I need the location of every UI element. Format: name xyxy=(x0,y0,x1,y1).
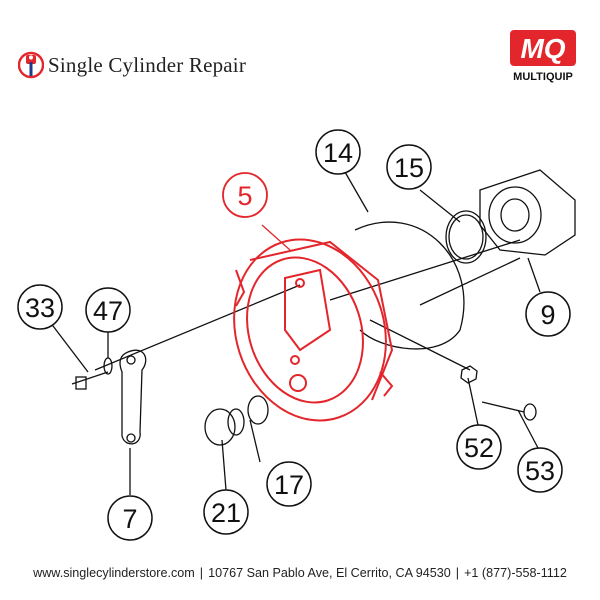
leader-line-21 xyxy=(221,439,227,491)
callout-label-14: 14 xyxy=(323,138,353,168)
bolt-head-part-33 xyxy=(75,376,87,390)
link-arm-lower-hole xyxy=(126,433,136,443)
leader-line-53 xyxy=(517,409,539,449)
housing-part-5 xyxy=(233,238,394,422)
o-ring-part-17 xyxy=(247,395,269,425)
callout-label-7: 7 xyxy=(122,504,137,534)
callout-7: 7 xyxy=(107,495,153,541)
o-ring-part-15-inner xyxy=(448,214,484,260)
callout-label-47: 47 xyxy=(93,296,123,326)
leader-line-14 xyxy=(344,171,369,213)
footer: www.singlecylinderstore.com | 10767 San Pa… xyxy=(0,566,600,580)
leader-line-15 xyxy=(419,189,461,223)
leader-line-33 xyxy=(49,321,89,373)
callout-label-9: 9 xyxy=(540,300,555,330)
gasket-part-14 xyxy=(354,221,465,350)
brand-name: Single Cylinder Repair xyxy=(48,52,247,77)
callout-17: 17 xyxy=(266,461,312,507)
callout-14: 14 xyxy=(315,129,361,175)
callout-label-21: 21 xyxy=(211,498,241,528)
multiquip-logo-text: MULTIQUIP xyxy=(513,71,573,83)
plug-part-21-shoulder xyxy=(227,408,245,436)
callout-15: 15 xyxy=(386,144,432,190)
multiquip-logo: MQ MULTIQUIP xyxy=(510,30,576,83)
mq-logo-text: MQ xyxy=(520,33,565,64)
brand-header: Single Cylinder Repair xyxy=(18,50,246,80)
callout-label-53: 53 xyxy=(525,456,555,486)
leader-line-52 xyxy=(467,377,479,426)
callout-47: 47 xyxy=(85,287,131,333)
bolt-part-33 xyxy=(71,371,109,385)
callout-9: 9 xyxy=(525,291,571,337)
footer-separator: | xyxy=(199,566,204,580)
axis-line-upper xyxy=(419,257,521,306)
link-arm-pivot-hole xyxy=(126,355,136,365)
callout-53: 53 xyxy=(517,447,563,493)
leader-line-17 xyxy=(249,419,261,463)
footer-phone: +1 (877)-558-1112 xyxy=(464,566,567,580)
callout-label-33: 33 xyxy=(25,293,55,323)
callout-label-52: 52 xyxy=(464,433,494,463)
callout-label-15: 15 xyxy=(394,153,424,183)
bearing-housing-part-9 xyxy=(479,169,576,256)
leader-line-9 xyxy=(527,257,541,293)
piston-logo-icon xyxy=(18,51,44,79)
footer-separator: | xyxy=(455,566,460,580)
footer-address: 10767 San Pablo Ave, El Cerrito, CA 9453… xyxy=(208,566,451,580)
washer-part-47 xyxy=(103,357,113,375)
callout-label-5: 5 xyxy=(237,181,252,211)
callout-label-17: 17 xyxy=(274,470,304,500)
bolt-head-part-53 xyxy=(523,403,537,421)
axis-line-right xyxy=(329,239,521,301)
bearing-housing-bore xyxy=(488,186,542,244)
footer-website-link[interactable]: www.singlecylinderstore.com xyxy=(33,566,195,580)
plug-part-21 xyxy=(204,408,236,446)
callout-52: 52 xyxy=(456,424,502,470)
leader-line-5 xyxy=(261,224,291,251)
bearing-housing-inner-bore xyxy=(500,198,530,232)
nut-part-52 xyxy=(460,365,478,384)
callout-5: 5 xyxy=(222,172,268,218)
o-ring-part-15 xyxy=(445,210,487,264)
bolt-part-53 xyxy=(481,401,525,413)
link-arm-part-7 xyxy=(119,349,147,445)
callout-33: 33 xyxy=(17,284,63,330)
callout-21: 21 xyxy=(203,489,249,535)
